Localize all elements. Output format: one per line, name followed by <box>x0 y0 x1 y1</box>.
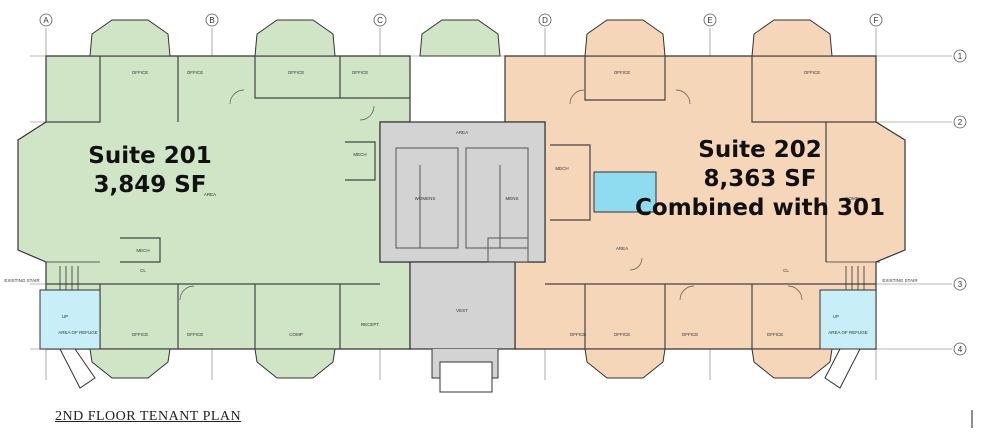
room-area-201: AREA <box>204 192 216 197</box>
room-vest: VEST <box>456 308 468 313</box>
room-womens: WOMENS <box>415 196 436 201</box>
door-swings <box>179 89 803 301</box>
grid-col-d: D <box>542 16 548 25</box>
grid-row-bubbles: 1 2 3 4 <box>953 49 967 356</box>
suite-202-label: Suite 202 8,363 SF Combined with 301 <box>620 136 900 222</box>
suite-201-area <box>17 19 501 379</box>
grid-col-f: F <box>874 16 879 25</box>
grid-column-bubbles: A B C D E F <box>39 13 883 27</box>
grid-row-1: 1 <box>958 52 963 61</box>
room-stair-1: EXISTING STAIR <box>4 278 40 283</box>
room-office-11: OFFICE <box>682 332 699 337</box>
room-refuge-1: AREA OF REFUGE <box>58 330 98 335</box>
grid-col-c: C <box>377 16 383 25</box>
room-mens: MENS <box>505 196 518 201</box>
room-mech-2: MECH <box>136 248 149 253</box>
room-office-7: OFFICE <box>132 332 149 337</box>
room-up-2: UP <box>833 314 839 319</box>
grid-col-b: B <box>209 16 214 25</box>
room-office-8: OFFICE <box>187 332 204 337</box>
grid-col-a: A <box>43 16 49 25</box>
grid-row-4: 4 <box>958 345 963 354</box>
room-office-6: OFFICE <box>804 70 821 75</box>
room-office-12: OFFICE <box>767 332 784 337</box>
plan-title: 2ND FLOOR TENANT PLAN <box>55 409 242 424</box>
suite-202-area: 8,363 SF <box>703 165 817 192</box>
room-cl-2: CL <box>783 268 789 273</box>
room-comp-1: COMP <box>289 332 303 337</box>
room-area-202: AREA <box>616 246 628 251</box>
common-core <box>379 121 546 393</box>
room-comp-2: COMP <box>845 196 859 201</box>
grid-col-e: E <box>707 16 712 25</box>
room-office-10: OFFICE <box>614 332 631 337</box>
room-office-1: OFFICE <box>132 70 149 75</box>
room-recept: RECEPT <box>361 322 380 327</box>
room-office-4: OFFICE <box>352 70 369 75</box>
room-office-5: OFFICE <box>614 70 631 75</box>
suite-202-name: Suite 202 <box>698 137 822 163</box>
room-up-1: UP <box>62 314 68 319</box>
room-refuge-2: AREA OF REFUGE <box>828 330 868 335</box>
room-office-2: OFFICE <box>187 70 204 75</box>
room-tags: OFFICE OFFICE OFFICE OFFICE OFFICE OFFIC… <box>4 70 918 337</box>
room-office-3: OFFICE <box>288 70 305 75</box>
refuge-areas <box>39 261 880 389</box>
suite-202-note: Combined with 301 <box>635 194 885 221</box>
room-cl-1: CL <box>140 268 146 273</box>
suite-202-area <box>504 19 906 379</box>
room-office-9: OFFICE <box>570 332 587 337</box>
grid-row-2: 2 <box>958 118 963 127</box>
suite-201-name: Suite 201 <box>88 143 212 169</box>
room-area-core: AREA <box>456 130 468 135</box>
room-mech-1: MECH <box>353 152 366 157</box>
suite-201-label: Suite 201 3,849 SF <box>60 142 240 200</box>
suite-201-area: 3,849 SF <box>93 171 207 198</box>
room-mech-3: MECH <box>555 166 568 171</box>
grid-row-3: 3 <box>958 280 963 289</box>
room-stair-2: EXISTING STAIR <box>882 278 918 283</box>
